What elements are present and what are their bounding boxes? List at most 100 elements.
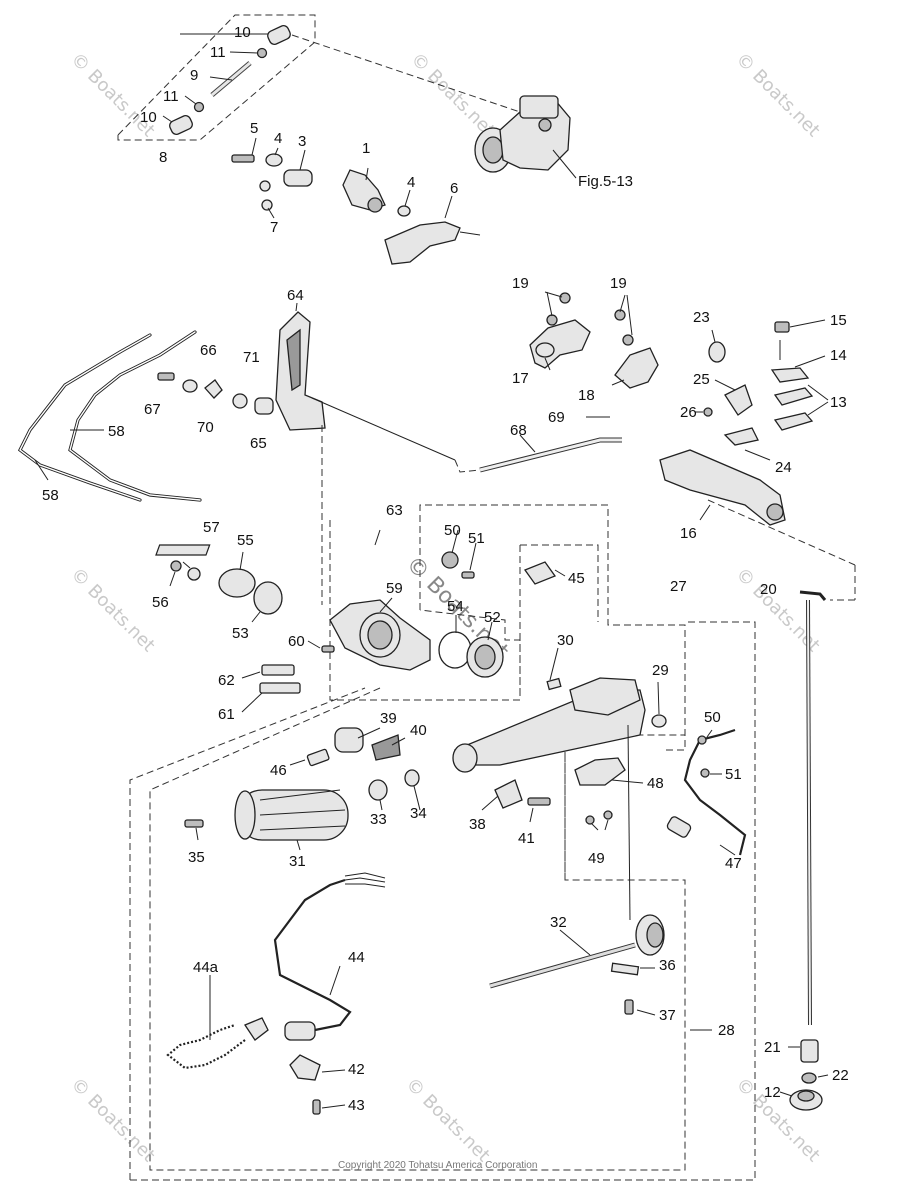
- label-53: 53: [232, 625, 249, 642]
- label-34: 34: [410, 805, 427, 822]
- label-44: 44: [348, 949, 365, 966]
- label-13: 13: [830, 394, 847, 411]
- label-6: 6: [450, 180, 458, 197]
- label-10: 10: [234, 24, 251, 41]
- label-61: 61: [218, 706, 235, 723]
- watermark: © Boats.net: [731, 49, 823, 141]
- label-33: 33: [370, 811, 387, 828]
- bracket-parts: [529, 291, 659, 389]
- throttle-cam-parts: [231, 137, 481, 265]
- long-rod-and-grommet: [779, 590, 829, 1111]
- label-68: 68: [510, 422, 527, 439]
- part-number-labels: 10 11 9 11 10 8 5 4 3 1 4 6 7 Fig.5-13 6…: [42, 24, 849, 1114]
- label-56: 56: [152, 594, 169, 611]
- label-39: 39: [380, 710, 397, 727]
- label-27: 27: [670, 578, 687, 595]
- right-side-parts: [659, 319, 856, 601]
- throttle-body: [474, 95, 577, 179]
- label-46: 46: [270, 762, 287, 779]
- label-69: 69: [548, 409, 565, 426]
- label-5: 5: [250, 120, 258, 137]
- label-52: 52: [484, 609, 501, 626]
- shift-cables: [17, 330, 202, 502]
- stop-switch-assembly: [166, 872, 386, 1115]
- label-1: 1: [362, 140, 370, 157]
- label-51: 51: [468, 530, 485, 547]
- label-20: 20: [760, 581, 777, 598]
- label-31: 31: [289, 853, 306, 870]
- label-60: 60: [288, 633, 305, 650]
- label-4: 4: [274, 130, 282, 147]
- label-8: 8: [159, 149, 167, 166]
- label-11: 11: [210, 44, 226, 61]
- label-51: 51: [725, 766, 742, 783]
- label-65: 65: [250, 435, 267, 452]
- label-14: 14: [830, 347, 847, 364]
- label-43: 43: [348, 1097, 365, 1114]
- label-3: 3: [298, 133, 306, 150]
- label-35: 35: [188, 849, 205, 866]
- watermark: © Boats.net: [66, 1074, 158, 1166]
- label-64: 64: [287, 287, 304, 304]
- shift-rod-assembly: [489, 724, 712, 1031]
- label-25: 25: [693, 371, 710, 388]
- watermark: © Boats.net: [66, 564, 158, 656]
- label-42: 42: [348, 1061, 365, 1078]
- label-54: 54: [447, 598, 464, 615]
- label-36: 36: [659, 957, 676, 974]
- label-63: 63: [386, 502, 403, 519]
- label-67: 67: [144, 401, 161, 418]
- label-10: 10: [140, 109, 157, 126]
- label-17: 17: [512, 370, 529, 387]
- label-47: 47: [725, 855, 742, 872]
- label-29: 29: [652, 662, 669, 679]
- label-26: 26: [680, 404, 697, 421]
- label-32: 32: [550, 914, 567, 931]
- label-55: 55: [237, 532, 254, 549]
- label-28: 28: [718, 1022, 735, 1039]
- label-49: 49: [588, 850, 605, 867]
- label-66: 66: [200, 342, 217, 359]
- label-62: 62: [218, 672, 235, 689]
- label-58: 58: [42, 487, 59, 504]
- label-4: 4: [407, 174, 415, 191]
- label-44a: 44a: [193, 959, 219, 976]
- label-19: 19: [512, 275, 529, 292]
- figure-reference: Fig.5-13: [578, 173, 633, 190]
- throttle-lever-assembly: [157, 302, 456, 605]
- label-45: 45: [568, 570, 585, 587]
- label-30: 30: [557, 632, 574, 649]
- copyright-text: Copyright 2020 Tohatsu America Corporati…: [338, 1160, 537, 1171]
- label-70: 70: [197, 419, 214, 436]
- label-57: 57: [203, 519, 220, 536]
- label-16: 16: [680, 525, 697, 542]
- watermark: © Boats.net: [66, 49, 158, 141]
- label-9: 9: [190, 67, 198, 84]
- label-23: 23: [693, 309, 710, 326]
- label-50: 50: [704, 709, 721, 726]
- label-59: 59: [386, 580, 403, 597]
- label-48: 48: [647, 775, 664, 792]
- label-37: 37: [659, 1007, 676, 1024]
- label-22: 22: [832, 1067, 849, 1084]
- link-rod-assembly: [117, 14, 521, 141]
- label-15: 15: [830, 312, 847, 329]
- label-24: 24: [775, 459, 792, 476]
- label-58: 58: [108, 423, 125, 440]
- watermark: © Boats.net: [406, 49, 498, 141]
- label-41: 41: [518, 830, 535, 847]
- label-71: 71: [243, 349, 260, 366]
- watermark: © Boats.net: [401, 1074, 493, 1166]
- tiller-handle-assembly: [129, 544, 756, 1181]
- label-11: 11: [163, 88, 179, 105]
- label-7: 7: [270, 219, 278, 236]
- label-38: 38: [469, 816, 486, 833]
- label-40: 40: [410, 722, 427, 739]
- label-21: 21: [764, 1039, 781, 1056]
- label-50: 50: [444, 522, 461, 539]
- label-19: 19: [610, 275, 627, 292]
- pivot-bracket-assembly: [155, 504, 686, 751]
- label-12: 12: [764, 1084, 781, 1101]
- label-18: 18: [578, 387, 595, 404]
